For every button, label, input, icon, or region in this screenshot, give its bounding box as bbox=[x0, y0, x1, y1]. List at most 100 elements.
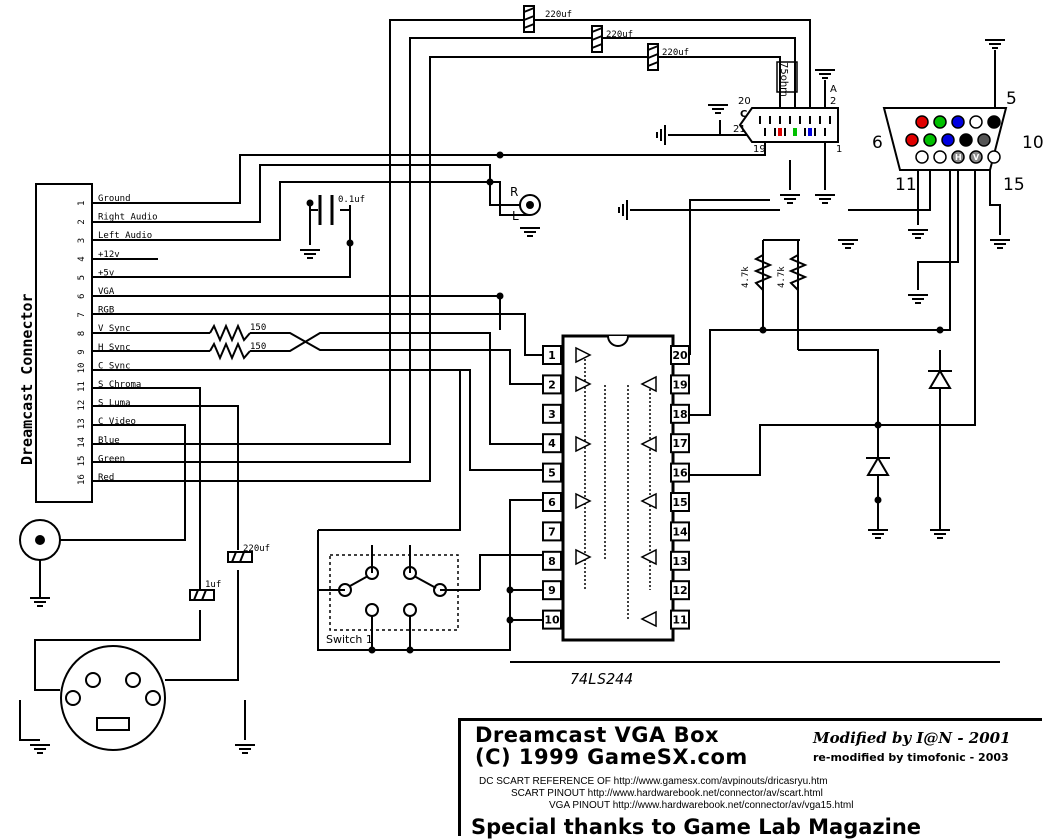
capacitor-svideo bbox=[189, 589, 215, 601]
connector-pin-number: 10 bbox=[77, 363, 87, 374]
ic-pin-number: 7 bbox=[548, 525, 556, 538]
connector-pin-label: S Chroma bbox=[98, 380, 141, 390]
ic-pin-box bbox=[542, 550, 562, 571]
diode-1 bbox=[866, 456, 890, 476]
ic-pin-number: 13 bbox=[672, 555, 687, 568]
scart-pin-2: 2 bbox=[830, 96, 836, 107]
ic-pin-box bbox=[542, 580, 562, 601]
ic-pin-number: 16 bbox=[672, 467, 688, 480]
connector-pin-number: 3 bbox=[77, 238, 87, 243]
res-vsync-label: 150 bbox=[250, 323, 266, 333]
connector-pin-label: Green bbox=[98, 454, 125, 464]
scart-connector: 20 C 21 19 1 A 2 75ohm bbox=[733, 62, 842, 155]
connector-pin-label: C Sync bbox=[98, 361, 131, 371]
vga-pin-6: 6 bbox=[872, 133, 883, 153]
resistor-pullup-1 bbox=[753, 254, 773, 291]
ic-pin-number: 17 bbox=[672, 437, 687, 450]
connector-pin-number: 6 bbox=[77, 294, 87, 299]
vga-pin-15: 15 bbox=[1003, 175, 1025, 195]
ic-pin-number: 5 bbox=[548, 467, 556, 480]
connector-pin-number: 1 bbox=[77, 201, 87, 206]
ic-pin-box bbox=[542, 462, 562, 483]
ic-pin-box bbox=[542, 433, 562, 454]
cap-top1-label: 220uf bbox=[545, 10, 572, 20]
wiring bbox=[19, 19, 1001, 741]
ref-scart-pinout: SCART PINOUT http://www.hardwarebook.net… bbox=[511, 788, 823, 799]
resistor-75ohm bbox=[776, 61, 798, 93]
audio-r-label: R bbox=[510, 185, 518, 199]
dreamcast-connector: Dreamcast Connector bbox=[18, 183, 93, 503]
capacitor-luma bbox=[227, 551, 253, 563]
connector-pin-number: 7 bbox=[77, 312, 87, 317]
ic-pin-box bbox=[670, 492, 690, 512]
scart-pin-1: 1 bbox=[836, 144, 842, 155]
connector-pin-number: 2 bbox=[77, 219, 87, 224]
ic-pin-number: 10 bbox=[544, 614, 560, 627]
ic-pin-box bbox=[670, 462, 690, 483]
ic-pin-number: 19 bbox=[672, 378, 687, 391]
vga-pin-green-gnd bbox=[923, 133, 937, 147]
vga-v-label: V bbox=[973, 153, 980, 162]
connector-pin-label: Right Audio bbox=[98, 213, 158, 223]
ic-pin-box bbox=[670, 403, 690, 424]
ic-pin-number: 6 bbox=[548, 496, 556, 509]
connector-pin-number: 15 bbox=[77, 456, 87, 467]
connector-pin-number: 12 bbox=[77, 400, 87, 411]
ic-pin-number: 12 bbox=[672, 584, 687, 597]
modified-by: Modified by I@N - 2001 bbox=[813, 729, 1011, 747]
res-pullup2-label: 4.7k bbox=[777, 266, 787, 288]
resistor-vsync bbox=[209, 323, 251, 343]
ic-pin-box bbox=[670, 609, 690, 630]
title-block: Dreamcast VGA Box (C) 1999 GameSX.com Mo… bbox=[458, 718, 1042, 839]
scart-green-pin bbox=[793, 128, 797, 136]
ic-label: 74LS244 bbox=[570, 670, 633, 688]
connector-pin-label: Blue bbox=[98, 436, 120, 446]
connector-pin-label: Ground bbox=[98, 194, 131, 204]
scart-pin-19: 19 bbox=[753, 144, 766, 155]
cap-luma-label: 220uf bbox=[243, 544, 270, 554]
vga-pin-red-gnd bbox=[905, 133, 919, 147]
ic-pin-number: 3 bbox=[548, 408, 556, 421]
connector-pin-label: Red bbox=[98, 473, 114, 483]
thanks-line: Special thanks to Game Lab Magazine bbox=[471, 815, 922, 839]
resistor-hsync bbox=[209, 341, 251, 361]
ic-pin-box bbox=[542, 492, 562, 512]
connector-pin-number: 8 bbox=[77, 331, 87, 336]
scart-red-pin bbox=[778, 128, 782, 136]
scart-pin-20: 20 bbox=[738, 96, 751, 107]
ic-pin-number: 2 bbox=[548, 378, 556, 391]
scart-pin-a: A bbox=[830, 84, 837, 95]
cap-audio-label: 0.1uf bbox=[338, 195, 365, 205]
ic-pin-number: 15 bbox=[672, 496, 687, 509]
connector-pin-label: +12v bbox=[98, 250, 120, 260]
vga-pin-11: 11 bbox=[895, 175, 917, 195]
res-hsync-label: 150 bbox=[250, 342, 266, 352]
audio-l-label: L bbox=[512, 209, 519, 223]
connector-pin-number: 16 bbox=[77, 474, 87, 485]
connector-pin-label: S Luma bbox=[98, 399, 131, 409]
component-labels: 220uf 220uf 220uf 0.1uf 1uf 220uf 150 15… bbox=[205, 10, 787, 590]
connector-pin-number: 5 bbox=[77, 275, 87, 280]
connector-pin-number: 4 bbox=[77, 256, 87, 261]
ic-pin-box bbox=[670, 433, 690, 454]
connector-title: Dreamcast Connector bbox=[18, 293, 36, 465]
ic-pin-number: 1 bbox=[548, 349, 556, 362]
copyright: (C) 1999 GameSX.com bbox=[475, 745, 748, 769]
ground-symbols bbox=[29, 39, 1011, 754]
resistor-pullup-2 bbox=[788, 254, 808, 291]
connector-pin-label: V Sync bbox=[98, 324, 131, 334]
connector-pin-label: H Sync bbox=[98, 343, 131, 353]
connector-pin-label: VGA bbox=[98, 287, 115, 297]
switch-label: Switch 1 bbox=[326, 633, 373, 646]
vga-connector: H V 5 6 10 11 15 bbox=[872, 89, 1044, 195]
ref-scart-dc: DC SCART REFERENCE OF http://www.gamesx.… bbox=[479, 776, 828, 787]
connector-pin-number: 9 bbox=[77, 349, 87, 354]
ic-pin-number: 4 bbox=[548, 437, 556, 450]
ic-pin-number: 8 bbox=[548, 555, 556, 568]
connector-pin-number: 14 bbox=[77, 437, 87, 448]
composite-jack bbox=[19, 519, 61, 561]
cap-top2-label: 220uf bbox=[606, 30, 633, 40]
cap-svideo-label: 1uf bbox=[205, 580, 221, 590]
